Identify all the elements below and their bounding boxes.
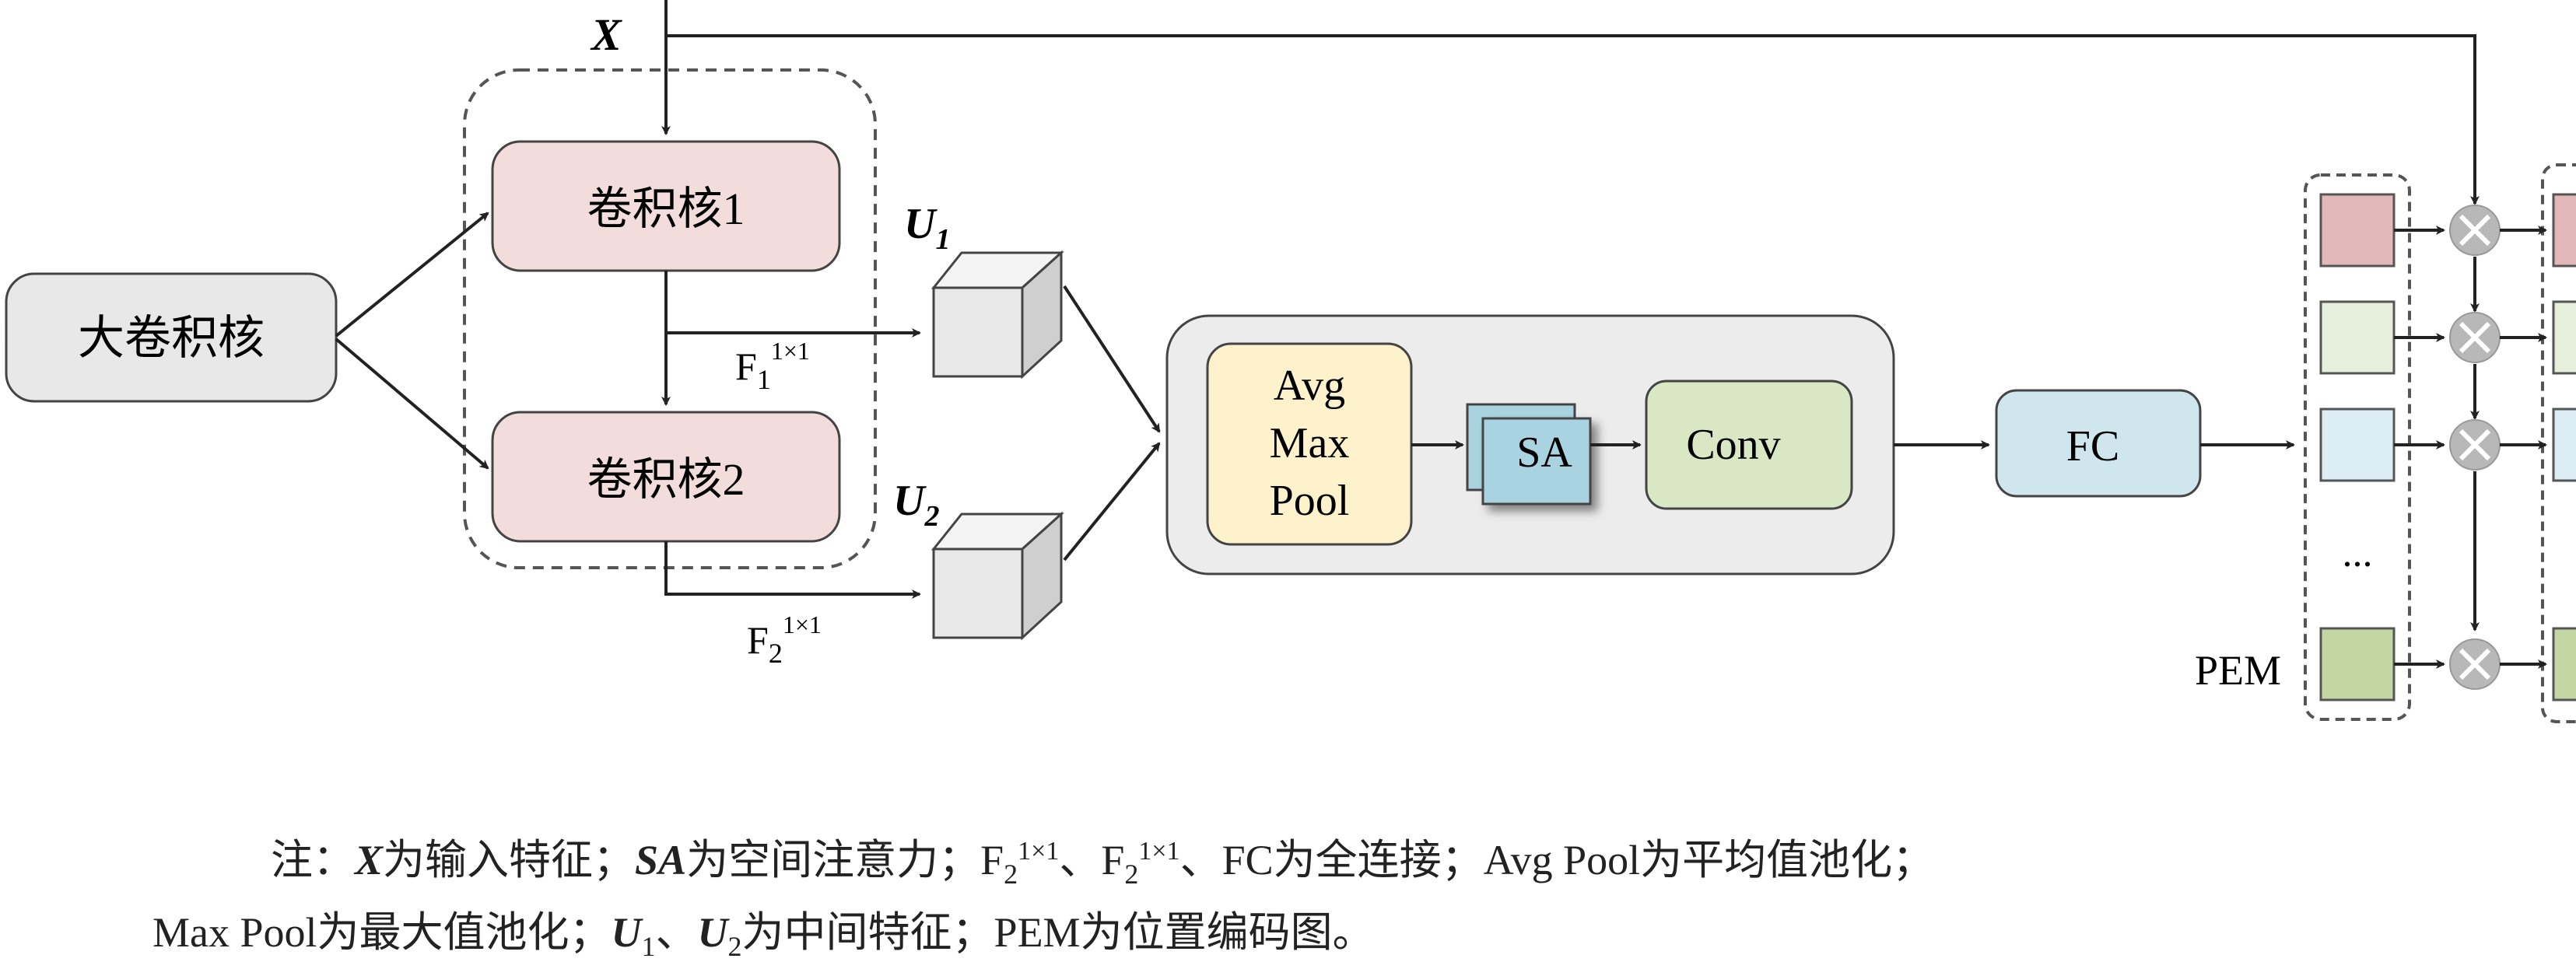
conv-box [1645,380,1853,510]
x-skip-line [666,34,2480,205]
output-cell [2552,300,2576,375]
f1-label: F11×1 [735,337,810,395]
kernel-group [463,68,877,569]
caption-line-2: Max Pool为最大值池化；U1、U2为中间特征；PEM为位置编码图。 [152,909,1375,962]
output-cell [2552,627,2576,701]
pem-cell [2319,627,2396,701]
multiply-icon-stroke [2459,214,2491,247]
u2-cube [931,511,1064,641]
arrow-u2-to-module [1063,442,1161,561]
kernel1-label: 卷积核1 [587,184,745,234]
pool-label-avg: Avg [1274,362,1345,410]
output-cell [2552,193,2576,268]
arrow-u1-to-module [1063,285,1161,433]
conv-label: Conv [1686,421,1780,469]
fc-label: FC [2066,422,2120,471]
output-group [2541,163,2576,723]
input-x-label: X [590,9,622,60]
kernel2-label: 卷积核2 [587,454,745,505]
multiply-icon-stroke [2459,429,2491,461]
u1-cube [931,250,1064,380]
pool-label-pool: Pool [1270,477,1350,525]
output-cell [2552,408,2576,482]
pem-cell [2319,300,2396,375]
f2-label: F21×1 [747,610,822,669]
pem-group [2304,173,2411,721]
u2-label: U2 [893,477,939,533]
pem-cell [2319,193,2396,268]
network-diagram: 大卷积核 卷积核1 卷积核2 X F11×1 F21×1 U1 U2 [5,0,2576,723]
caption-line-1: 注：X为输入特征；SA为空间注意力；F21×1、F21×1、FC为全连接；Avg… [271,837,1935,890]
arrow-f2-to-u2 [664,541,921,599]
pool-label-max: Max [1270,419,1350,467]
multiply-icon-stroke [2459,648,2491,680]
arrow-large-to-k2 [335,338,489,470]
sa-box [1481,417,1592,505]
pem-label: PEM [2195,647,2281,694]
sa-label: SA [1516,429,1572,477]
multiply-icon-stroke [2459,321,2491,354]
pem-cell [2319,408,2396,482]
large-kernel-box [5,272,338,403]
pem-ellipsis: ... [2343,531,2373,575]
arrow-large-to-k1 [335,212,489,338]
u1-label: U1 [904,200,950,256]
large-kernel-label: 大卷积核 [78,313,265,364]
